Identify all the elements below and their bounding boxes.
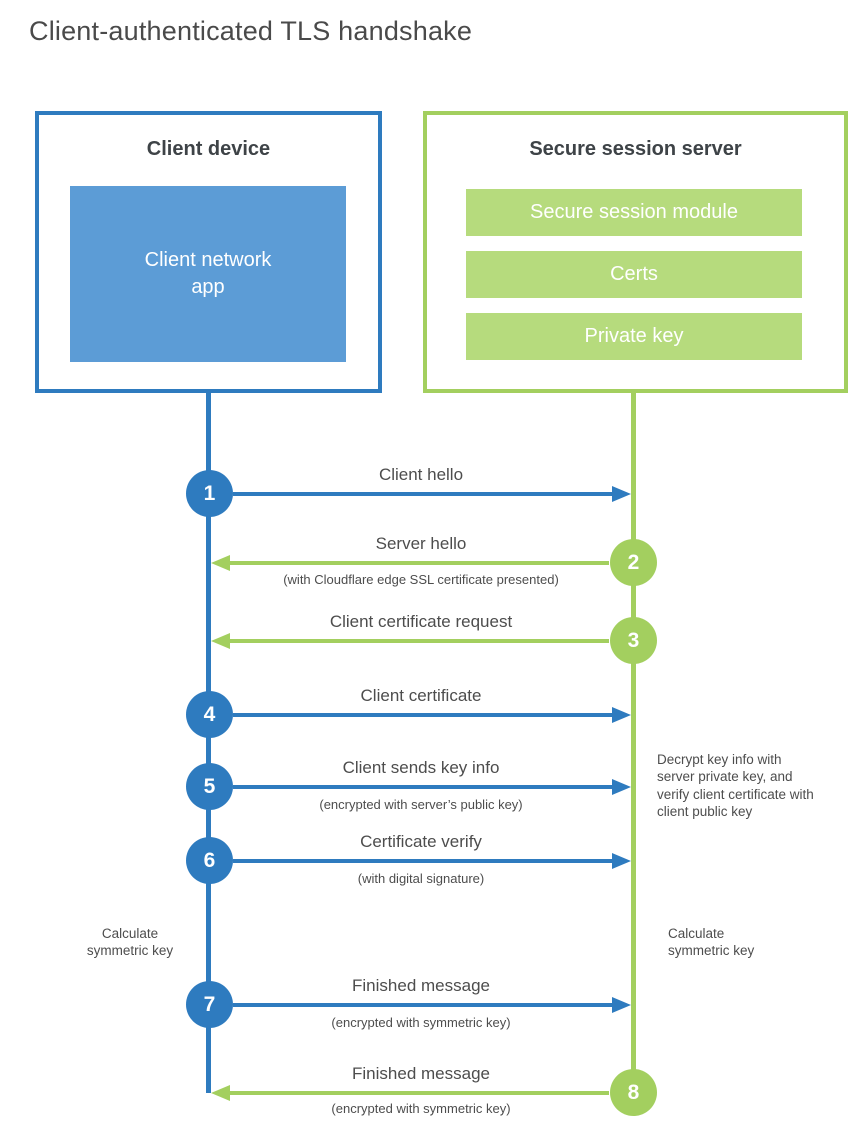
server-module-private-key: Private key [466, 313, 802, 360]
arrow-line [229, 561, 609, 565]
step-number-badge: 5 [186, 763, 233, 810]
step-label: Client hello [378, 465, 464, 484]
server-module-secure-session-module: Secure session module [466, 189, 802, 236]
step-label: Server hello [375, 534, 467, 553]
secure-session-server-title: Secure session server [529, 138, 742, 160]
arrowhead-right-icon [612, 997, 631, 1013]
step-label: Finished message [352, 1064, 490, 1083]
arrow-line [233, 785, 613, 789]
arrowhead-right-icon [612, 486, 631, 502]
step-number-badge: 6 [186, 837, 233, 884]
step-label: Client certificate [360, 686, 482, 705]
client-device-title: Client device [146, 138, 271, 160]
arrow-line [233, 1003, 613, 1007]
server-lifeline [631, 391, 636, 1093]
arrowhead-left-icon [211, 555, 230, 571]
step-number-badge: 4 [186, 691, 233, 738]
step-label: Finished message [352, 976, 490, 995]
arrowhead-right-icon [612, 853, 631, 869]
arrow-line [229, 639, 609, 643]
step-sublabel: (encrypted with server’s public key) [319, 797, 523, 812]
arrowhead-right-icon [612, 779, 631, 795]
client-calculate-symmetric-key-note: Calculate symmetric key [86, 926, 174, 959]
step-number-badge: 3 [610, 617, 657, 664]
arrow-line [233, 713, 613, 717]
step-sublabel: (with digital signature) [357, 871, 485, 886]
server-module-certs: Certs [466, 251, 802, 298]
step-number-badge: 1 [186, 470, 233, 517]
arrow-line [233, 492, 613, 496]
client-network-app-label: Client network app [144, 249, 272, 298]
step-number-badge: 7 [186, 981, 233, 1028]
step-label: Client certificate request [329, 612, 513, 631]
arrowhead-right-icon [612, 707, 631, 723]
arrowhead-left-icon [211, 633, 230, 649]
page-title: Client-authenticated TLS handshake [29, 16, 473, 46]
step-sublabel: (encrypted with symmetric key) [331, 1101, 511, 1116]
arrowhead-left-icon [211, 1085, 230, 1101]
step-sublabel: (with Cloudflare edge SSL certificate pr… [283, 572, 559, 587]
arrow-line [229, 1091, 609, 1095]
server-calculate-symmetric-key-note: Calculate symmetric key [668, 926, 755, 959]
step-number-badge: 8 [610, 1069, 657, 1116]
arrow-line [233, 859, 613, 863]
step-label: Certificate verify [360, 832, 482, 851]
step-number-badge: 2 [610, 539, 657, 586]
client-network-app-box: Client network app [70, 186, 346, 362]
step-sublabel: (encrypted with symmetric key) [331, 1015, 511, 1030]
step-label: Client sends key info [342, 758, 500, 777]
client-lifeline [206, 391, 211, 1093]
server-decrypt-note: Decrypt key info with server private key… [657, 752, 814, 819]
